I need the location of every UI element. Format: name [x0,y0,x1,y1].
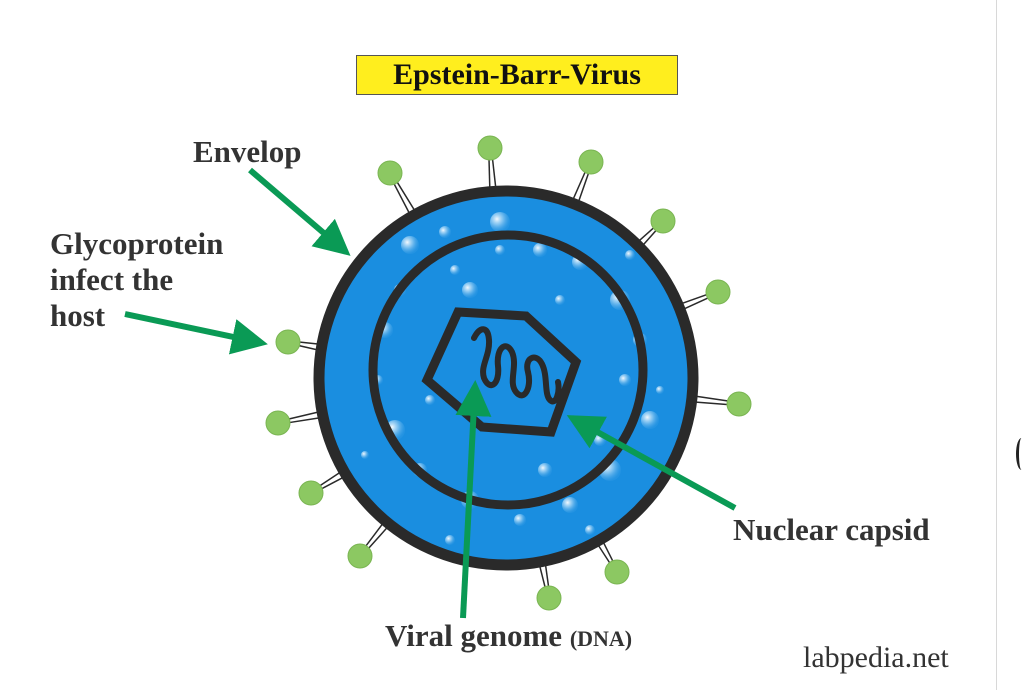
dna-squiggle [471,326,562,405]
spike-stalk [300,341,320,345]
bubble [562,497,578,513]
label-envelop: Envelop [193,134,302,169]
spike-stalk [320,471,342,486]
spike-stalk [538,564,546,587]
glycoprotein-knob [726,391,752,417]
arrow-glycoprotein [124,311,268,355]
bubble [425,395,435,405]
spike-stalk [602,541,614,562]
spike-stalk [488,160,491,189]
spike-stalk [680,294,707,305]
spike-stalk [572,172,586,201]
spike-stalk [682,297,708,311]
bubble [401,236,419,254]
spike-stalk [289,411,320,420]
bubble [361,451,369,459]
spike-stalk [321,476,345,490]
label-viral-genome-text: Viral genome [385,618,563,653]
bubble [538,463,552,477]
pointer-arrows [124,167,737,619]
glycoprotein-knob [578,149,604,175]
spike-stalk [577,173,589,203]
bubble [585,525,595,535]
glycoprotein-knob [536,585,562,611]
glycoprotein-knob [705,279,731,305]
arrow-viral-genome [455,380,492,619]
glycoprotein-knob [265,410,291,436]
spike-stalk [637,227,654,243]
glycoprotein-knob [347,543,373,569]
glycoprotein-knob [604,559,630,585]
glycoprotein-knob [298,480,324,506]
glycoprotein-knob [377,160,403,186]
bubble [625,250,635,260]
label-viral-genome-suffix: (DNA) [569,626,633,651]
spike-stalk [299,345,319,351]
bubble [555,295,565,305]
inner-ring [368,230,648,510]
glycoprotein-knob [275,329,301,355]
label-glycoprotein: Glycoprotein infect the host [50,226,223,334]
edge-fragment [1016,438,1024,470]
label-glycoprotein-line-3: host [50,298,106,333]
spike-stalk [365,522,384,547]
spike-stalk [544,563,550,586]
bubble [490,212,510,232]
site-watermark: labpedia.net [803,641,949,674]
bubble [514,514,526,526]
spike-stalk [491,159,497,189]
bubble [619,374,631,386]
glycoprotein-knob [477,135,503,161]
spike-stalk [695,395,728,402]
arrow-envelop [248,167,351,256]
spike-stalk [393,183,411,215]
capsid-polygon [421,307,582,437]
diagram-title: Epstein-Barr-Virus [356,55,678,95]
spike-stalk [597,543,611,563]
page-border [996,0,997,690]
glycoprotein-knob [650,208,676,234]
label-nuclear-capsid: Nuclear capsid [733,512,930,547]
bubble [641,411,659,429]
bubble [462,282,478,298]
bubble [656,386,664,394]
glycoprotein-spikes [265,135,752,611]
arrow-nuclear-capsid [566,415,737,511]
spike-stalk [290,416,321,424]
spike-stalk [641,230,657,247]
spike-stalk [694,401,727,406]
spike-stalk [368,526,389,549]
label-glycoprotein-line-1: Glycoprotein [50,226,224,261]
spike-stalk [396,182,416,212]
label-glycoprotein-line-2: infect the [50,262,174,297]
bubble [495,245,505,255]
bubble [439,226,451,238]
bubble [533,243,547,257]
bubble [450,265,460,275]
label-viral-genome: Viral genome (DNA) [385,618,632,657]
bubble [445,535,455,545]
